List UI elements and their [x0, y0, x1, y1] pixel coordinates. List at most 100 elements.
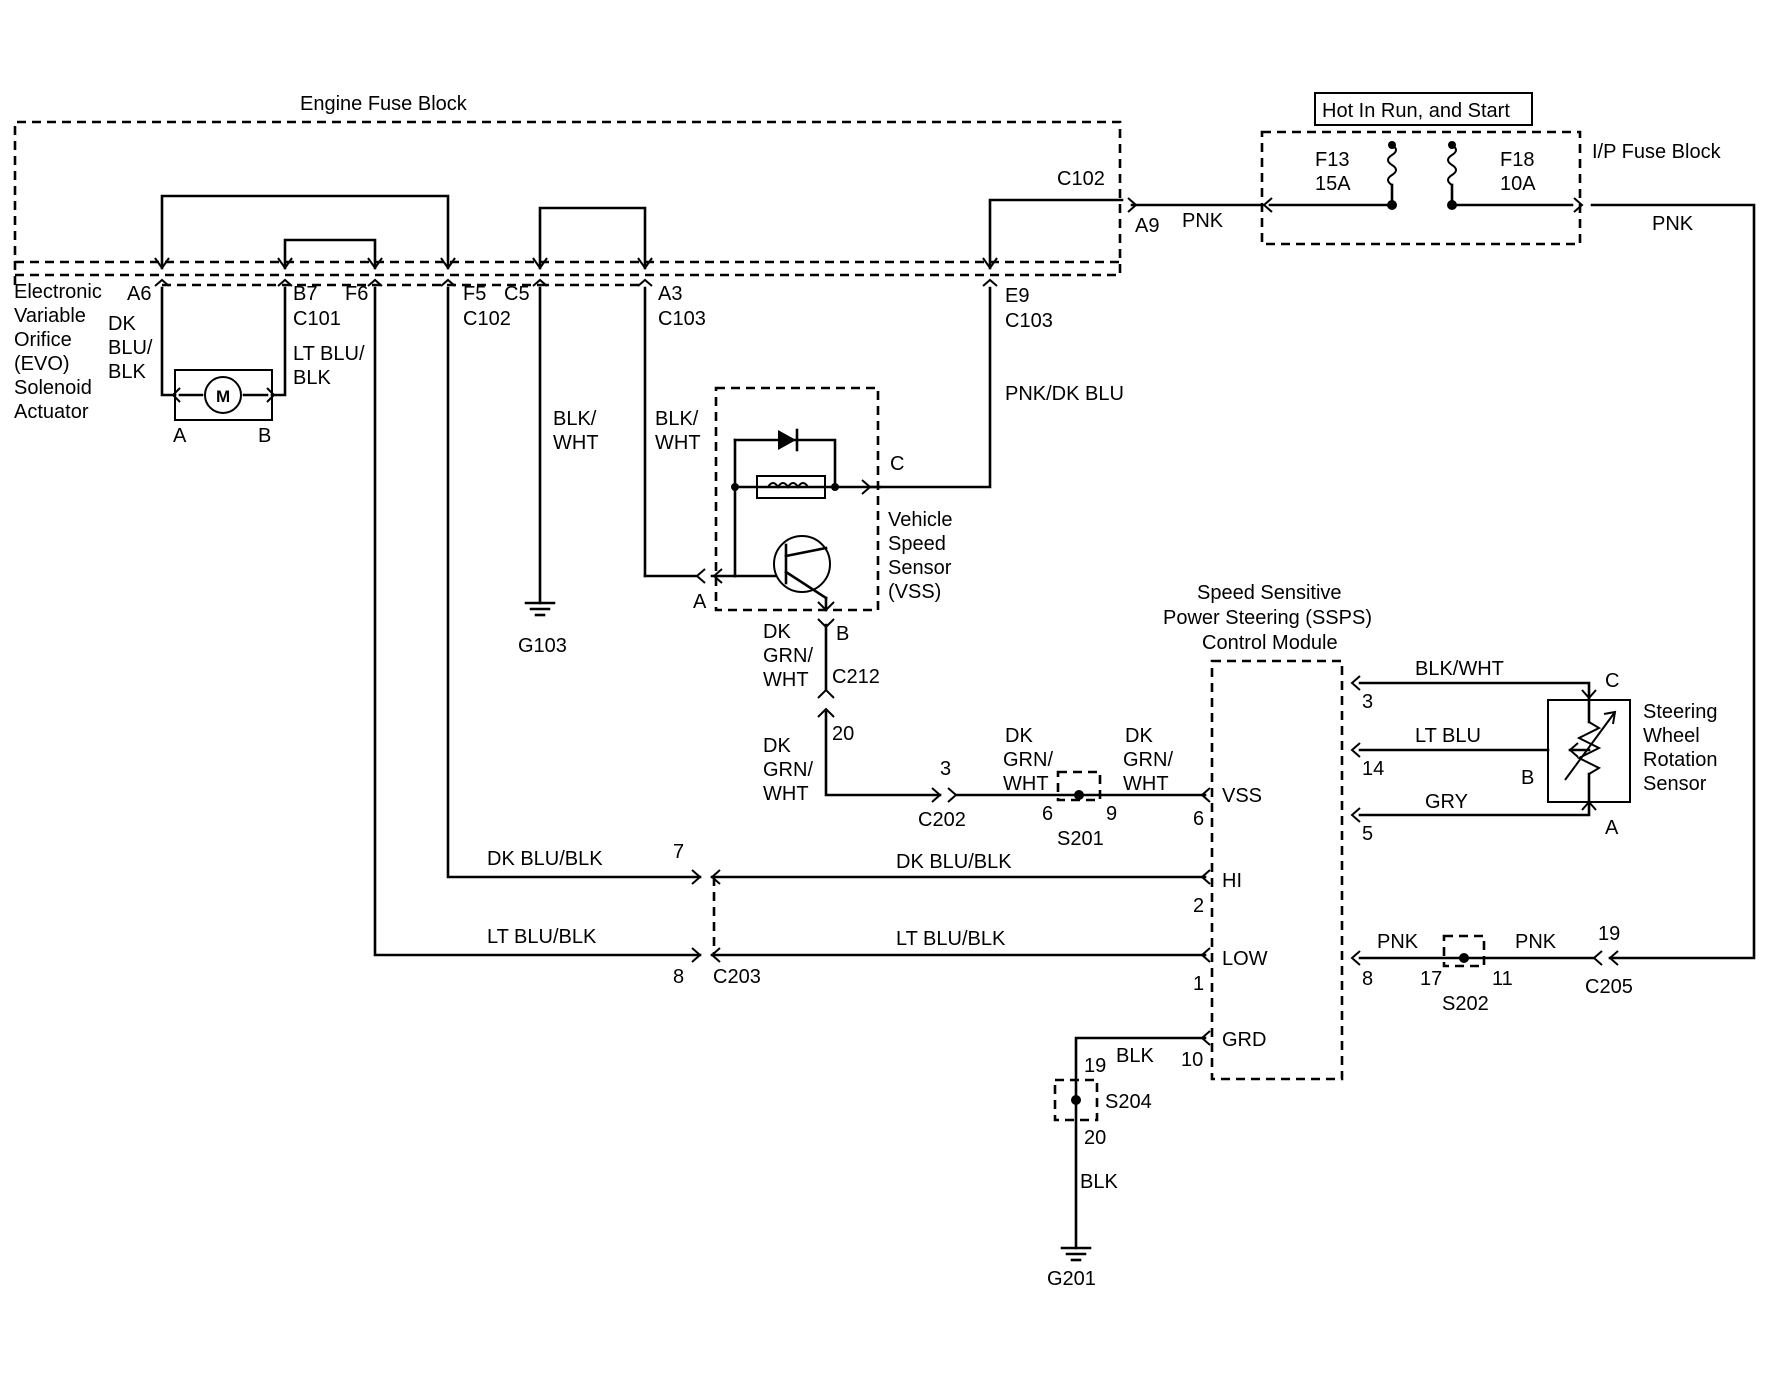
ip-fuse-block-label: I/P Fuse Block [1592, 141, 1722, 163]
wire-gry-swrs: GRY [1425, 791, 1468, 813]
wire-wht-8: WHT [1123, 773, 1169, 795]
pin-8-c203: 8 [673, 966, 684, 988]
vss-pin-a: A [693, 591, 707, 613]
a9-label: A9 [1135, 215, 1159, 237]
c103-label: C103 [658, 308, 706, 330]
steering-wheel-rotation-sensor [1350, 675, 1631, 823]
ssps-pin-10: 10 [1181, 1049, 1203, 1071]
wire-dk-7: DK [1005, 725, 1033, 747]
swrs-pin-3: 3 [1362, 691, 1373, 713]
wire-blk-5: BLK [1116, 1045, 1154, 1067]
wire-dk-1: DK [108, 313, 136, 335]
wire-blk-2: BLK [293, 367, 331, 389]
s202-pin-11: 11 [1492, 968, 1513, 990]
wire-wht-4: WHT [655, 432, 701, 454]
wire-ltblu-swrs: LT BLU [1415, 725, 1481, 747]
wire-blk-1: BLK [108, 361, 146, 383]
c102-top-label: C102 [1057, 168, 1105, 190]
swrs-pin-5: 5 [1362, 823, 1373, 845]
ssps-pin-2: 2 [1193, 895, 1204, 917]
evo-actuator: M [160, 286, 287, 421]
ssps-pin-vss-label: VSS [1222, 785, 1262, 807]
vss-pin-b: B [836, 623, 849, 645]
wire-grn-5: GRN/ [763, 645, 813, 667]
s202-label: S202 [1442, 993, 1489, 1015]
evo-label-4: (EVO) [14, 353, 70, 375]
vss-signal-wire [824, 710, 1211, 803]
fuse-f13-name: F13 [1315, 149, 1349, 171]
wire-dk-8: DK [1125, 725, 1153, 747]
g201-label: G201 [1047, 1268, 1096, 1290]
wire-ltblublk-2: LT BLU/BLK [896, 928, 1006, 950]
c5-label: C5 [504, 283, 530, 305]
wire-blkwht-swrs: BLK/WHT [1415, 658, 1504, 680]
f6-label: F6 [345, 283, 368, 305]
s204-label: S204 [1105, 1091, 1152, 1113]
ssps-label-2: Power Steering (SSPS) [1163, 607, 1372, 629]
vss-label-2: Speed [888, 533, 946, 555]
ground-g103 [524, 286, 556, 617]
ssps-label-1: Speed Sensitive [1197, 582, 1342, 604]
wire-grn-6: GRN/ [763, 759, 813, 781]
pnk-feed-wires [1127, 197, 1756, 960]
pnk-label-2: PNK [1652, 213, 1694, 235]
evo-label-6: Actuator [14, 401, 89, 423]
swrs-pin-a: A [1605, 817, 1619, 839]
wire-ltblublk-1: LT BLU/BLK [487, 926, 597, 948]
ssps-pin-hi-label: HI [1222, 870, 1242, 892]
ssps-label-3: Control Module [1202, 632, 1338, 654]
wire-dk-5: DK [763, 621, 791, 643]
ground-g201 [1053, 1030, 1211, 1262]
swrs-pin-b: B [1521, 767, 1534, 789]
c102-label: C102 [463, 308, 511, 330]
vss-sensor [643, 286, 992, 718]
vss-label-3: Sensor [888, 557, 952, 579]
a3-label: A3 [658, 283, 682, 305]
vss-pin-c: C [890, 453, 904, 475]
ip-fuse-block [1260, 92, 1584, 246]
wire-wht-3: WHT [553, 432, 599, 454]
evo-label-3: Orifice [14, 329, 72, 351]
ssps-pin-6: 6 [1193, 808, 1204, 830]
c203-label: C203 [713, 966, 761, 988]
swrs-label-1: Steering [1643, 701, 1718, 723]
hot-in-run-label: Hot In Run, and Start [1322, 100, 1510, 122]
wire-dk-6: DK [763, 735, 791, 757]
evo-label-2: Variable [14, 305, 86, 327]
c205-pin-19: 19 [1598, 923, 1620, 945]
fuse-f18-name: F18 [1500, 149, 1534, 171]
f5-label: F5 [463, 283, 486, 305]
wire-grn-7: GRN/ [1003, 749, 1053, 771]
engine-fuse-block-label: Engine Fuse Block [300, 93, 468, 115]
pin-9-s201: 9 [1106, 803, 1117, 825]
a6-label: A6 [127, 283, 151, 305]
vss-label-4: (VSS) [888, 581, 941, 603]
pin-6-s201: 6 [1042, 803, 1053, 825]
block-connector-pins [154, 278, 998, 287]
evo-pin-b: B [258, 425, 271, 447]
wire-pnk-3: PNK [1377, 931, 1419, 953]
wire-dkblublk-1: DK BLU/BLK [487, 848, 603, 870]
b7-label: B7 [293, 283, 317, 305]
wire-pnk-dkblu: PNK/DK BLU [1005, 383, 1124, 405]
swrs-label-4: Sensor [1643, 773, 1707, 795]
swrs-pin-14: 14 [1362, 758, 1384, 780]
wire-blu-1: BLU/ [108, 337, 153, 359]
ssps-pin-grd-label: GRD [1222, 1029, 1266, 1051]
c101-label: C101 [293, 308, 341, 330]
s202-pin-8: 8 [1362, 968, 1373, 990]
fuse-f18-rating: 10A [1500, 173, 1536, 195]
s201-label: S201 [1057, 828, 1104, 850]
fuse-f13-rating: 15A [1315, 173, 1351, 195]
pnk-label-1: PNK [1182, 210, 1224, 232]
hi-low-wires [373, 286, 1211, 963]
wire-wht-5: WHT [763, 669, 809, 691]
pin-3-c202: 3 [940, 758, 951, 780]
wire-grn-8: GRN/ [1123, 749, 1173, 771]
wire-blk-4: BLK/ [655, 408, 699, 430]
evo-pin-a: A [173, 425, 187, 447]
evo-label-1: Electronic [14, 281, 102, 303]
s202-pin-17: 17 [1420, 968, 1442, 990]
